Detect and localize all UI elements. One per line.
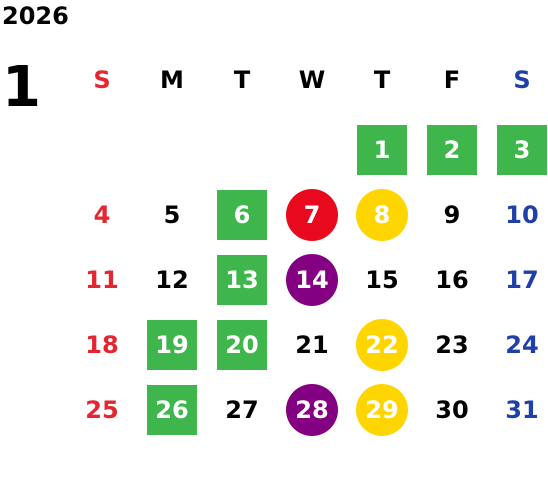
year-label: 2026 xyxy=(2,2,69,30)
weekday-tuesday: T xyxy=(233,66,251,94)
day-cell[interactable]: 24 xyxy=(505,331,539,359)
day-cell[interactable]: 17 xyxy=(505,266,539,294)
day-cell[interactable]: 28 xyxy=(286,384,338,436)
day-cell[interactable]: 10 xyxy=(505,201,539,229)
weekday-wednesday: W xyxy=(298,66,326,94)
day-cell[interactable]: 1 xyxy=(357,125,407,175)
day-cell[interactable]: 3 xyxy=(497,125,547,175)
weekday-friday: F xyxy=(443,66,461,94)
day-cell[interactable]: 31 xyxy=(505,396,539,424)
day-cell[interactable]: 4 xyxy=(93,201,111,229)
weekday-thursday: T xyxy=(373,66,391,94)
day-cell[interactable]: 16 xyxy=(435,266,469,294)
day-cell[interactable]: 30 xyxy=(435,396,469,424)
day-cell[interactable]: 25 xyxy=(85,396,119,424)
day-cell[interactable]: 22 xyxy=(356,319,408,371)
weekday-sunday: S xyxy=(93,66,111,94)
weekday-monday: M xyxy=(160,66,184,94)
day-cell[interactable]: 6 xyxy=(217,190,267,240)
day-cell[interactable]: 29 xyxy=(356,384,408,436)
day-cell[interactable]: 7 xyxy=(286,189,338,241)
day-cell[interactable]: 18 xyxy=(85,331,119,359)
day-cell[interactable]: 9 xyxy=(443,201,461,229)
day-cell[interactable]: 21 xyxy=(295,331,329,359)
month-number: 1 xyxy=(2,55,41,120)
day-cell[interactable]: 19 xyxy=(147,320,197,370)
day-cell[interactable]: 27 xyxy=(225,396,259,424)
day-cell[interactable]: 8 xyxy=(356,189,408,241)
day-cell[interactable]: 20 xyxy=(217,320,267,370)
day-cell[interactable]: 13 xyxy=(217,255,267,305)
day-cell[interactable]: 23 xyxy=(435,331,469,359)
day-cell[interactable]: 5 xyxy=(163,201,181,229)
day-cell[interactable]: 12 xyxy=(155,266,189,294)
day-cell[interactable]: 26 xyxy=(147,385,197,435)
day-cell[interactable]: 2 xyxy=(427,125,477,175)
day-cell[interactable]: 14 xyxy=(286,254,338,306)
day-cell[interactable]: 15 xyxy=(365,266,399,294)
weekday-saturday: S xyxy=(513,66,531,94)
day-cell[interactable]: 11 xyxy=(85,266,119,294)
